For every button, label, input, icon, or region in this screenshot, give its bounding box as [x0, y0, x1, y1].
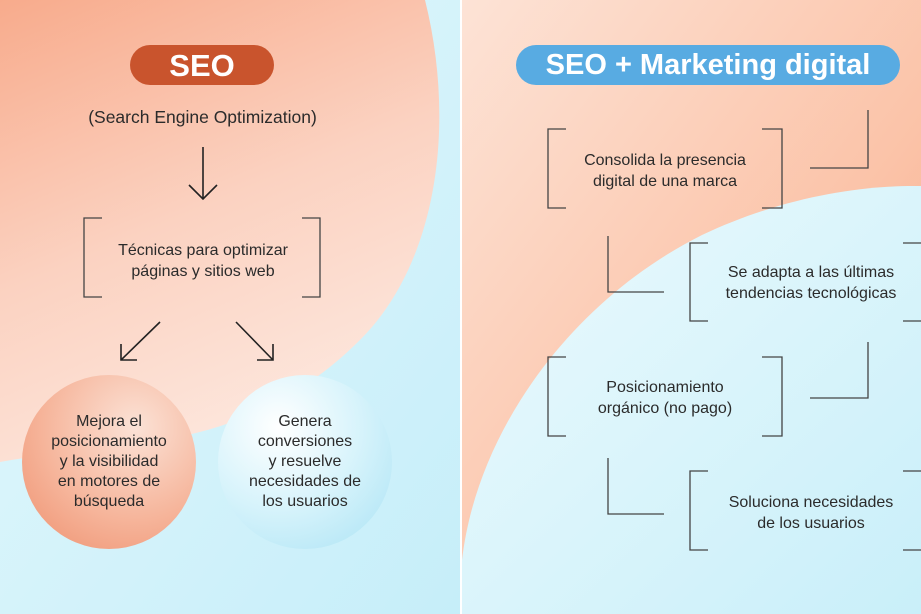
- arrow-down-icon: [188, 147, 218, 201]
- arrow-down-left-icon: [120, 321, 161, 361]
- circle-line: necesidades de: [248, 473, 362, 490]
- seo-marketing-title: SEO + Marketing digital: [516, 45, 900, 85]
- box-line: Consolida la presencia: [584, 152, 746, 169]
- box-2-text: Se adapta a las últimas tendencias tecno…: [698, 262, 921, 304]
- circle-line: y la visibilidad: [59, 453, 159, 470]
- box-1-connector: [810, 110, 869, 169]
- box-line: tendencias tecnológicas: [725, 285, 897, 302]
- circle-line: Genera: [278, 413, 332, 430]
- seo-marketing-brackets: [547, 110, 921, 551]
- box-3-connector: [810, 342, 869, 399]
- main-box-line: páginas y sitios web: [131, 263, 275, 280]
- main-box-line: Técnicas para optimizar: [118, 242, 288, 259]
- circle-line: búsqueda: [73, 493, 145, 510]
- main-box-text: Técnicas para optimizar páginas y sitios…: [90, 240, 316, 282]
- box-4-left-bracket: [689, 470, 708, 551]
- seo-marketing-panel: SEO + Marketing digital Consolida la pre…: [462, 0, 921, 614]
- box-2-left-bracket: [689, 242, 708, 322]
- circle-line: en motores de: [57, 473, 161, 490]
- main-box-brackets: [83, 217, 321, 298]
- box-line: Se adapta a las últimas: [727, 264, 895, 281]
- panel-divider: [460, 0, 462, 614]
- benefit-circle-visibility: Mejora el posicionamiento y la visibilid…: [22, 375, 196, 549]
- arrow-down-right-icon: [235, 321, 274, 361]
- circle-line: y resuelve: [268, 453, 342, 470]
- box-2-connector: [607, 236, 664, 293]
- box-1-right-bracket: [762, 128, 783, 209]
- box-3-text: Posicionamiento orgánico (no pago): [554, 377, 776, 419]
- benefit-circle-conversions: Genera conversiones y resuelve necesidad…: [218, 375, 392, 549]
- circle-line: posicionamiento: [51, 433, 167, 450]
- box-4-connector: [607, 458, 664, 515]
- seo-subtitle: (Search Engine Optimization): [88, 107, 317, 127]
- circle-line: los usuarios: [262, 493, 348, 510]
- box-line: orgánico (no pago): [597, 400, 733, 417]
- box-1-left-bracket: [547, 128, 566, 209]
- box-line: Posicionamiento: [606, 379, 724, 396]
- box-line: Soluciona necesidades: [728, 494, 894, 511]
- seo-flow-lines: [83, 147, 321, 361]
- circle-line: conversiones: [257, 433, 353, 450]
- box-line: de los usuarios: [757, 515, 865, 532]
- box-3-left-bracket: [547, 356, 566, 437]
- box-3-right-bracket: [762, 356, 783, 437]
- box-line: digital de una marca: [592, 173, 738, 190]
- box-4-text: Soluciona necesidades de los usuarios: [698, 492, 921, 534]
- seo-marketing-panel-background: [462, 0, 921, 614]
- circle-line: Mejora el: [76, 413, 142, 430]
- seo-title: SEO: [130, 45, 274, 85]
- seo-panel: SEO (Search Engine Optimization): [0, 0, 460, 614]
- box-1-text: Consolida la presencia digital de una ma…: [554, 150, 776, 192]
